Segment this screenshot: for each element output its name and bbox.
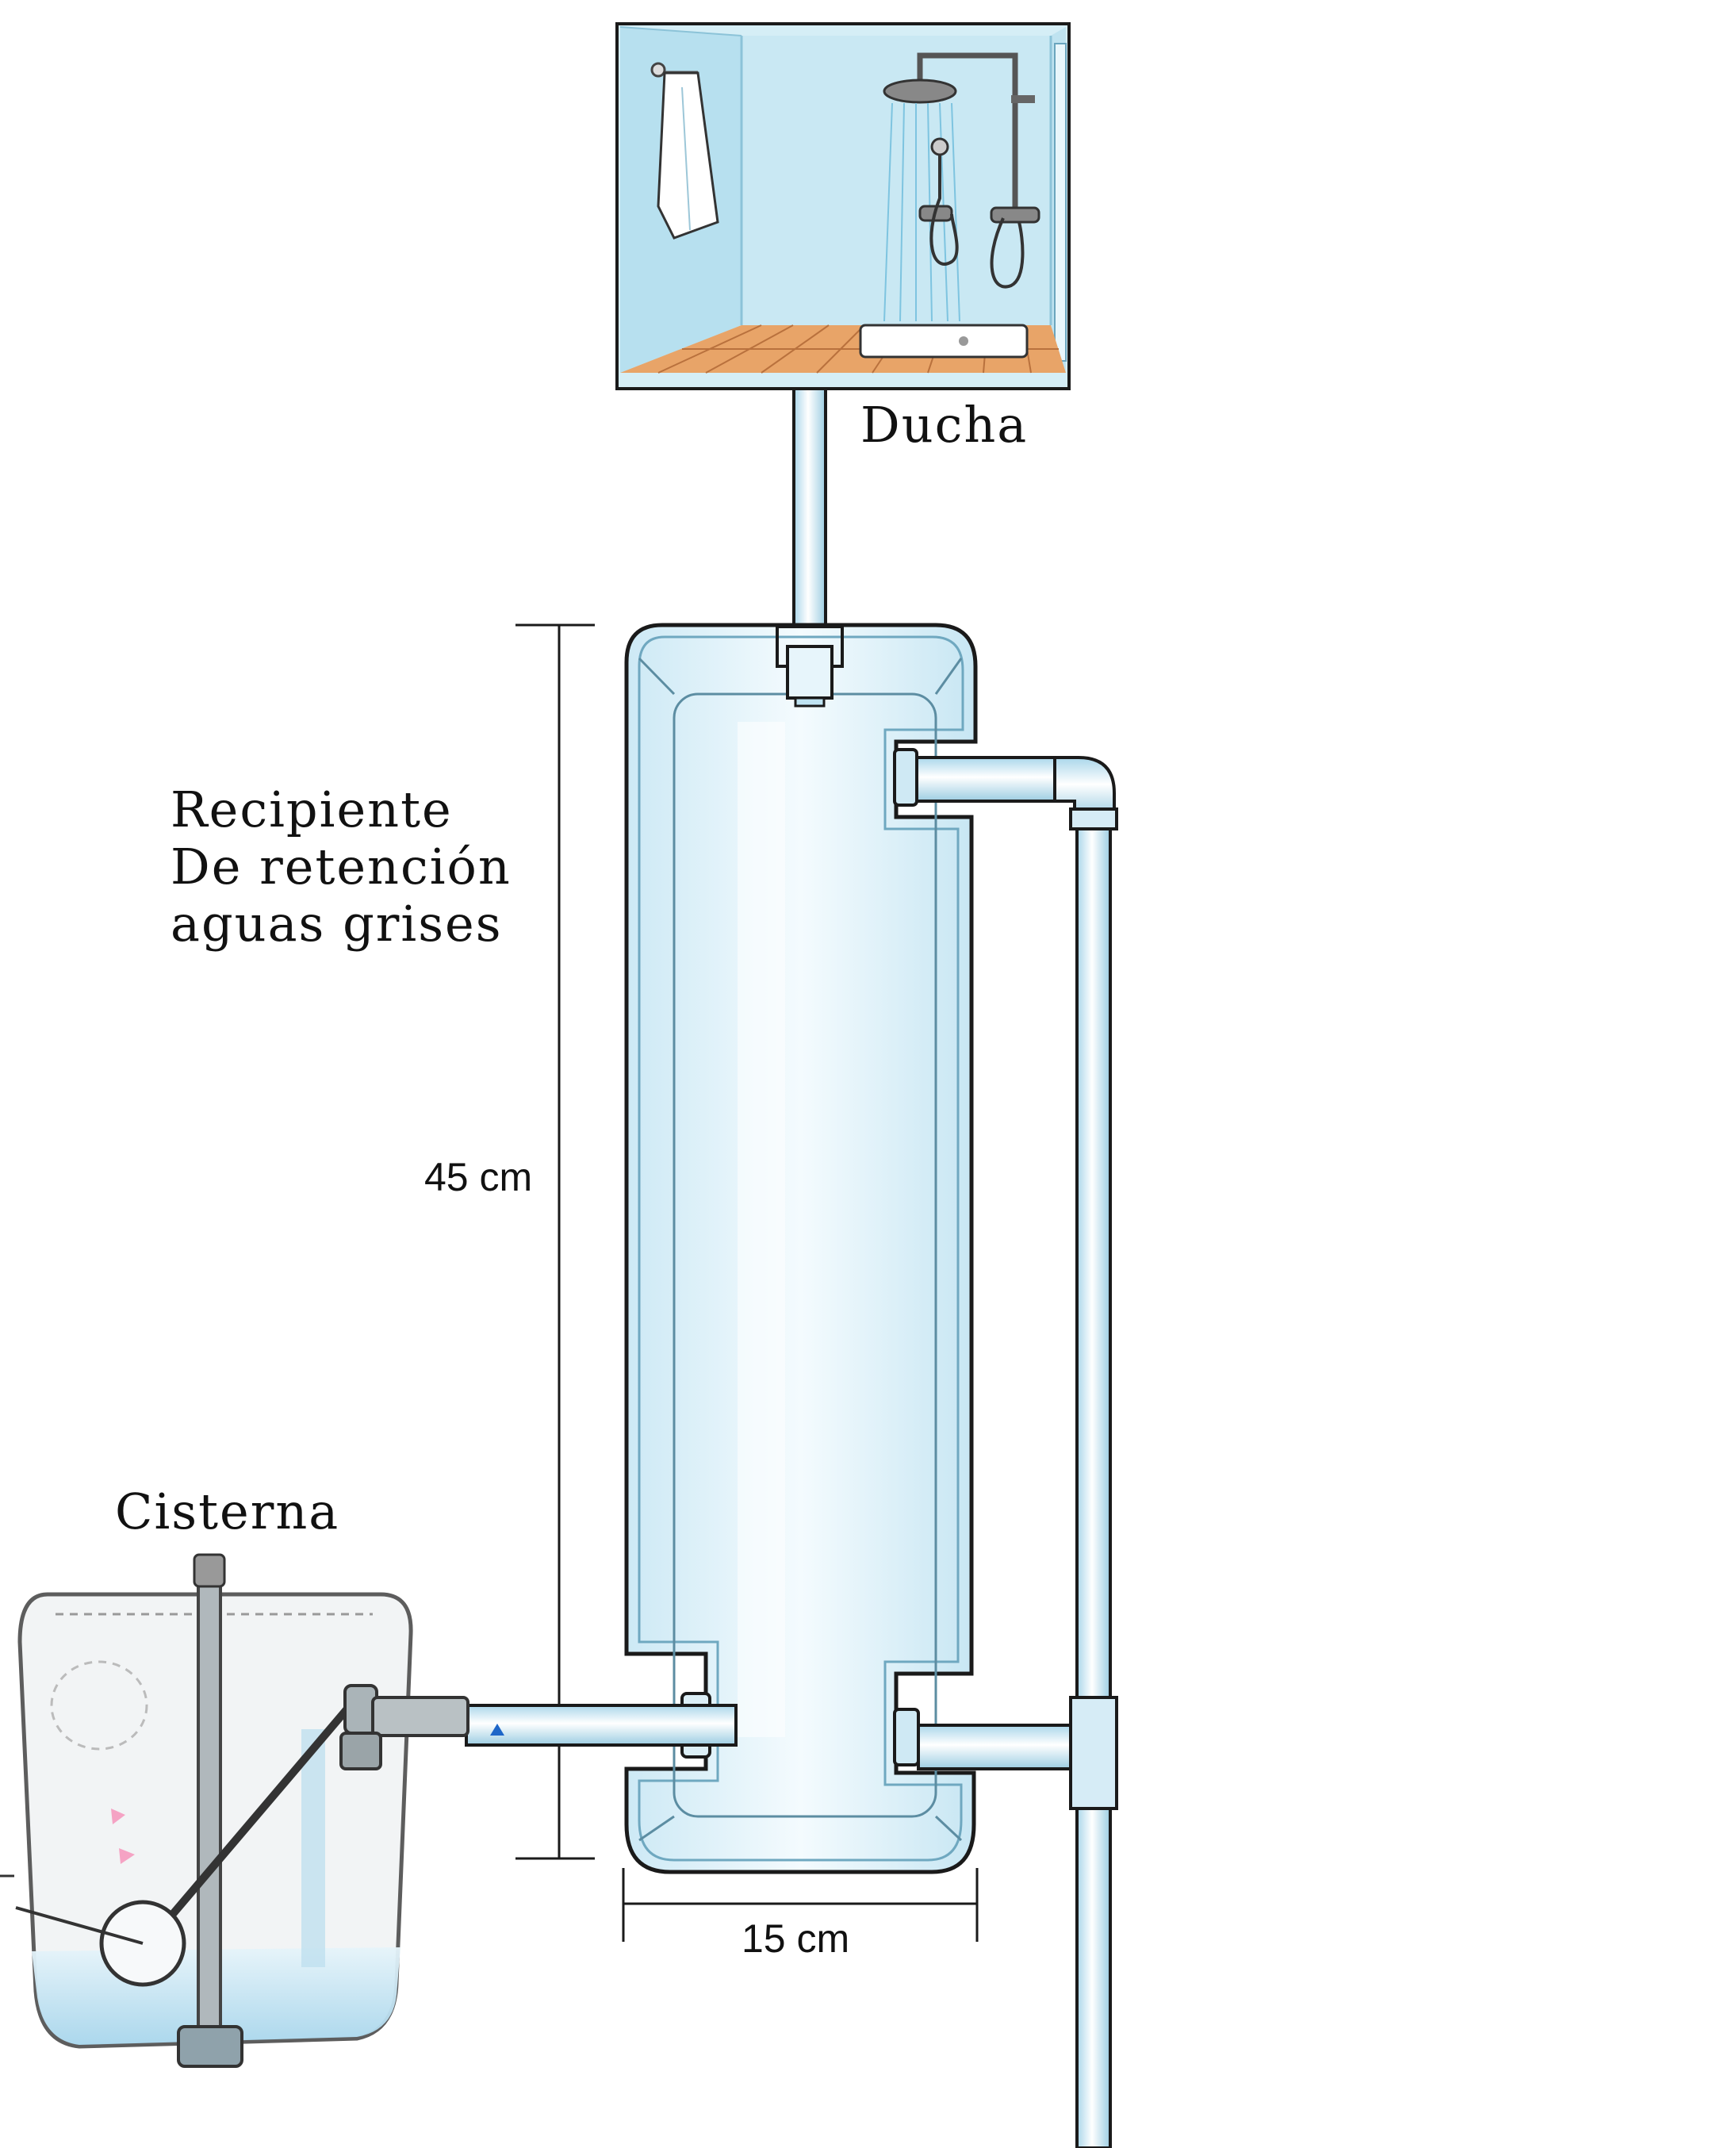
retention-tank bbox=[624, 623, 978, 1874]
width-dimension bbox=[622, 1868, 979, 1942]
overflow-outlet bbox=[893, 748, 1116, 819]
cistern-icon bbox=[0, 1553, 469, 2068]
container-label-line-1: Recipiente bbox=[171, 781, 453, 838]
height-dimension bbox=[515, 623, 595, 1860]
tank-inlet-fitting bbox=[776, 625, 844, 708]
cistern-feed-pipe bbox=[465, 1692, 738, 1759]
cistern-label: Cisterna bbox=[115, 1483, 340, 1540]
shower-icon bbox=[615, 22, 1071, 390]
container-label-line-3: aguas grises bbox=[171, 895, 503, 953]
shower-label: Ducha bbox=[860, 396, 1029, 454]
container-label-line-2: De retención bbox=[171, 838, 512, 896]
towel-icon bbox=[650, 62, 719, 240]
bottom-outlet bbox=[893, 1708, 1072, 1770]
drain-pipe bbox=[1075, 815, 1112, 2148]
width-dimension-label: 15 cm bbox=[742, 1916, 850, 1961]
container-label: Recipiente De retención aguas grises bbox=[171, 781, 512, 953]
height-dimension-label: 45 cm bbox=[424, 1155, 533, 1199]
